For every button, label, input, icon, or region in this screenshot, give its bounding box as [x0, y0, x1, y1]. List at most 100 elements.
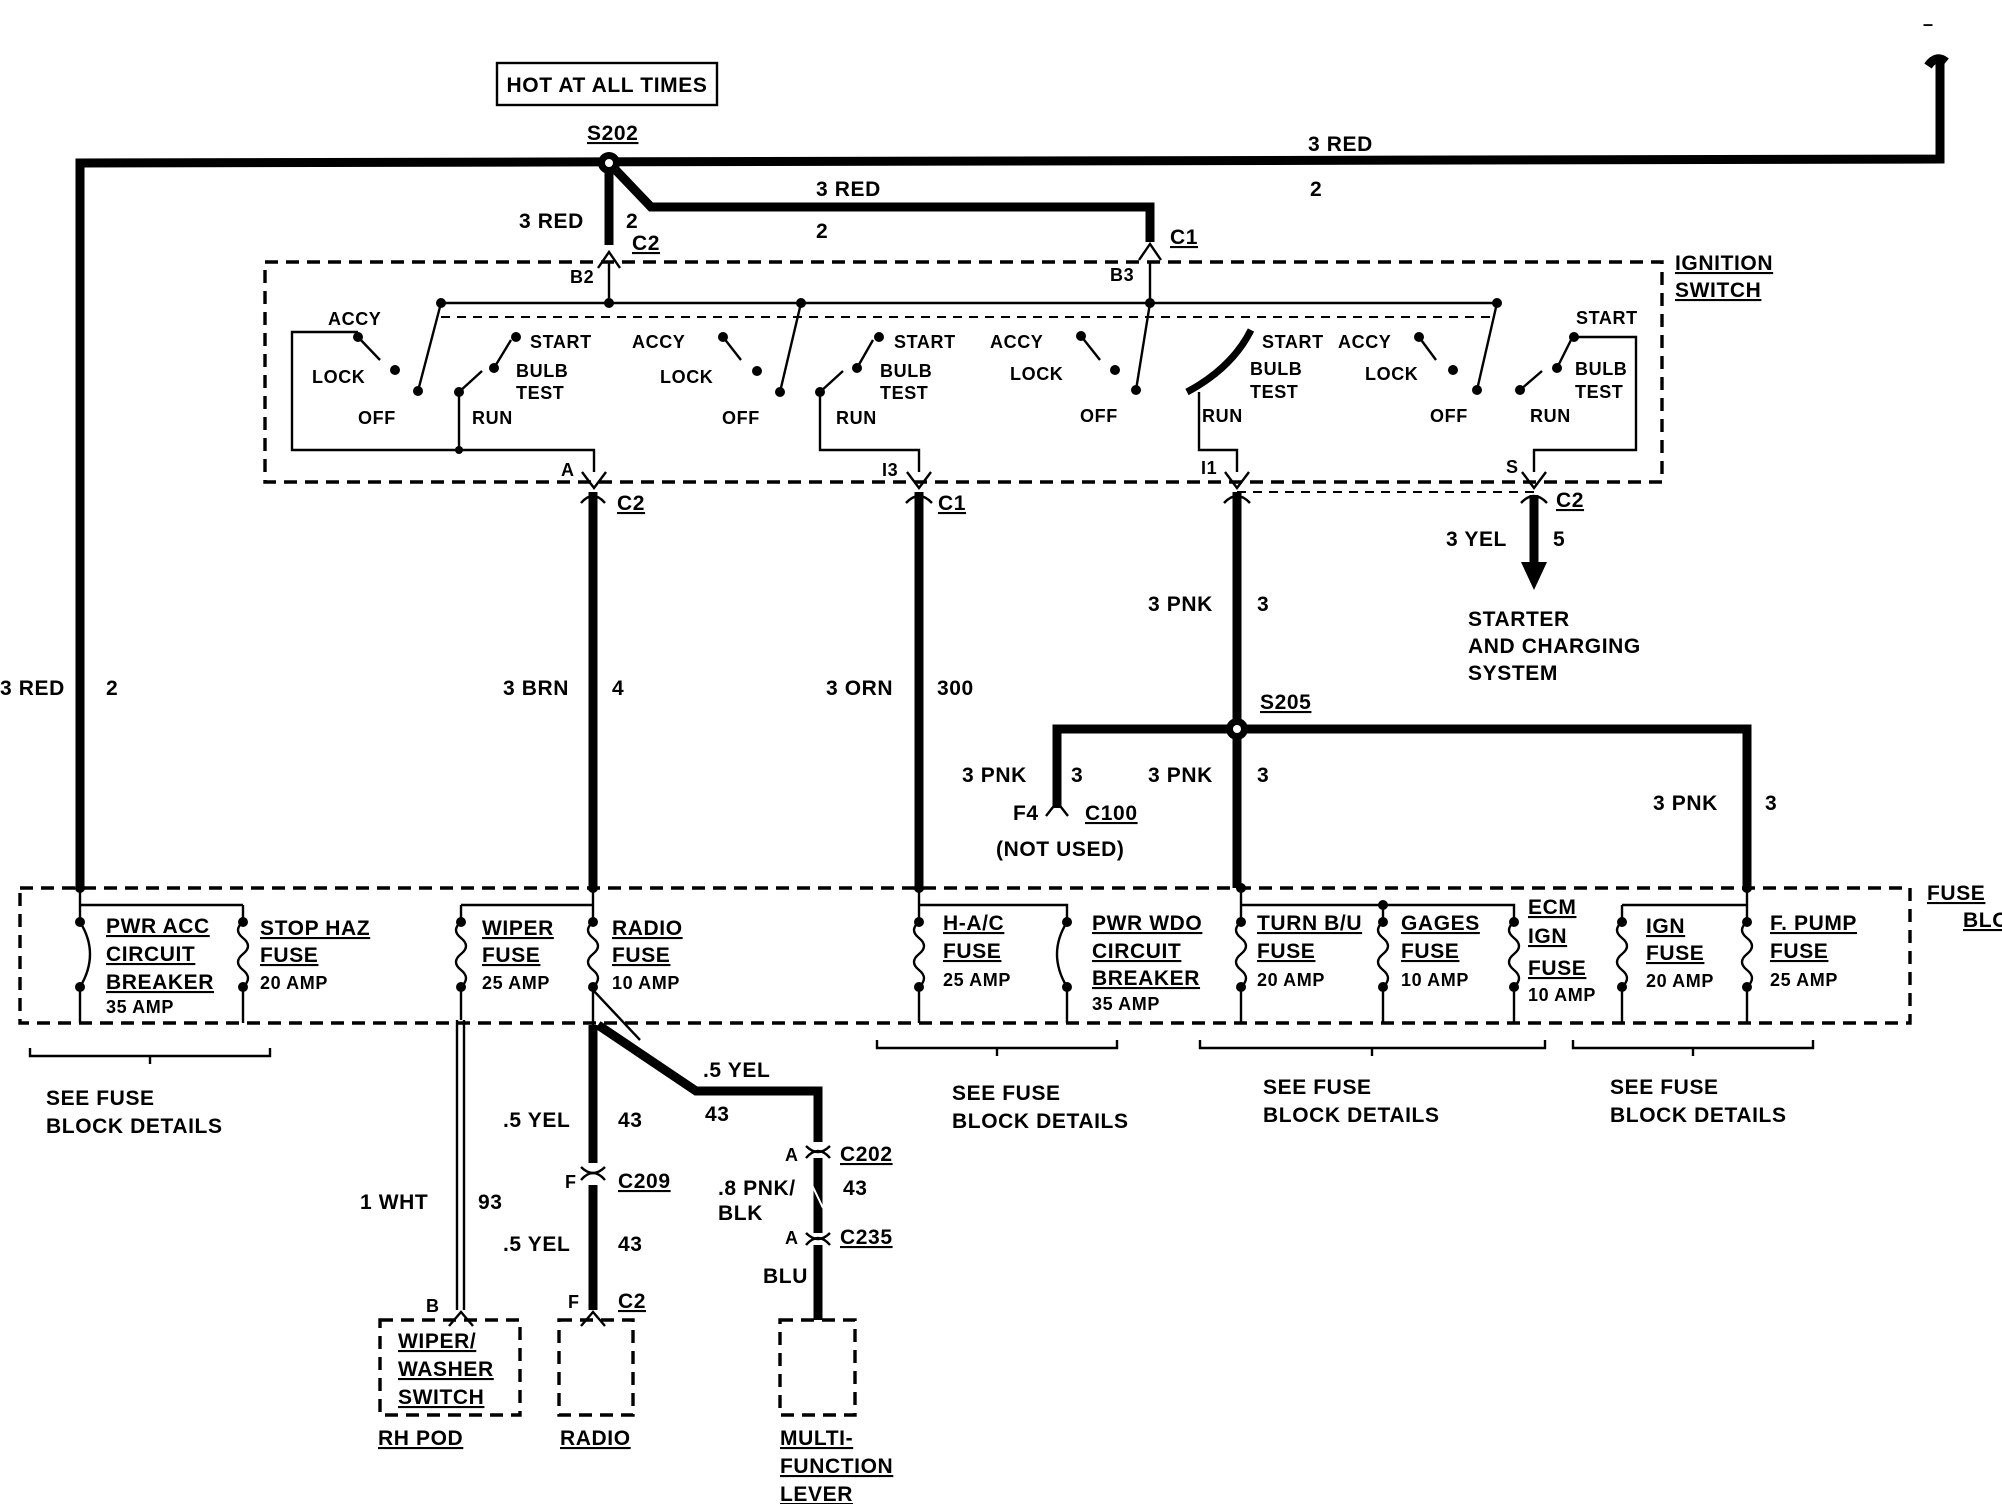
- svg-text:STARTER: STARTER: [1468, 608, 1570, 631]
- svg-text:RUN: RUN: [1202, 406, 1243, 426]
- svg-text:2: 2: [816, 220, 828, 243]
- arrow-starter: [1521, 562, 1547, 590]
- svg-text:3 YEL: 3 YEL: [1446, 528, 1507, 551]
- svg-text:3 PNK: 3 PNK: [1148, 593, 1213, 616]
- svg-text:LOCK: LOCK: [1365, 364, 1418, 384]
- svg-text:OFF: OFF: [1080, 406, 1118, 426]
- svg-text:B2: B2: [570, 267, 594, 287]
- svg-text:FUSE: FUSE: [482, 944, 540, 967]
- svg-text:FUSE: FUSE: [1257, 940, 1315, 963]
- svg-text:BREAKER: BREAKER: [1092, 967, 1200, 990]
- svg-text:PWR ACC: PWR ACC: [106, 915, 210, 938]
- wiper-washer-switch-box: [378, 1318, 522, 1417]
- svg-text:1 WHT: 1 WHT: [360, 1191, 428, 1214]
- svg-text:10 AMP: 10 AMP: [612, 973, 680, 993]
- svg-text:35 AMP: 35 AMP: [1092, 994, 1160, 1014]
- svg-text:3 ORN: 3 ORN: [826, 677, 893, 700]
- svg-text:TEST: TEST: [1250, 382, 1298, 402]
- radio-box: [557, 1318, 635, 1417]
- svg-text:BULB: BULB: [516, 361, 568, 381]
- svg-text:BLOCK DETAILS: BLOCK DETAILS: [1610, 1104, 1787, 1127]
- svg-text:ACCY: ACCY: [1338, 332, 1391, 352]
- svg-text:C1: C1: [938, 492, 966, 515]
- svg-text:BULB: BULB: [1250, 359, 1302, 379]
- svg-text:I3: I3: [882, 460, 898, 480]
- svg-text:START: START: [1262, 332, 1324, 352]
- svg-text:TEST: TEST: [880, 383, 928, 403]
- svg-text:IGN: IGN: [1646, 915, 1685, 938]
- svg-text:ECM: ECM: [1528, 896, 1576, 919]
- wire-red-bus: [75, 62, 1945, 888]
- svg-text:TEST: TEST: [1575, 382, 1623, 402]
- svg-text:2: 2: [626, 210, 638, 233]
- svg-text:FUSE: FUSE: [943, 940, 1001, 963]
- svg-text:CIRCUIT: CIRCUIT: [1092, 940, 1181, 963]
- svg-text:300: 300: [937, 677, 974, 700]
- svg-text:GAGES: GAGES: [1401, 912, 1480, 935]
- wire-pnk-fpump: [1237, 724, 1752, 888]
- svg-text:43: 43: [618, 1109, 643, 1132]
- svg-text:25 AMP: 25 AMP: [943, 970, 1011, 990]
- svg-text:OFF: OFF: [1430, 406, 1468, 426]
- svg-text:2: 2: [106, 677, 118, 700]
- svg-text:43: 43: [843, 1177, 868, 1200]
- svg-text:BLU: BLU: [763, 1265, 808, 1288]
- svg-text:LOCK: LOCK: [1010, 364, 1063, 384]
- svg-text:RUN: RUN: [472, 408, 513, 428]
- svg-text:SEE FUSE: SEE FUSE: [952, 1082, 1061, 1105]
- svg-text:RH POD: RH POD: [378, 1427, 463, 1450]
- svg-text:FUSE: FUSE: [612, 944, 670, 967]
- svg-text:LOCK: LOCK: [312, 367, 365, 387]
- svg-text:HOT AT ALL TIMES: HOT AT ALL TIMES: [507, 74, 708, 97]
- svg-text:SWITCH: SWITCH: [398, 1386, 484, 1409]
- svg-text:H-A/C: H-A/C: [943, 912, 1004, 935]
- svg-text:START: START: [894, 332, 956, 352]
- svg-text:FUSE: FUSE: [1646, 942, 1704, 965]
- wires: [75, 54, 1949, 1320]
- svg-text:BULB: BULB: [880, 361, 932, 381]
- svg-text:RUN: RUN: [836, 408, 877, 428]
- svg-text:FUNCTION: FUNCTION: [780, 1455, 893, 1478]
- hot-at-all-times-box: HOT AT ALL TIMES: [495, 61, 719, 107]
- svg-text:3 RED: 3 RED: [1308, 133, 1373, 156]
- wire-corner-hook: [1924, 54, 1949, 69]
- see-fuse-block-braces: [28, 1040, 1815, 1064]
- fuse-block: [18, 883, 1912, 1025]
- svg-text:A: A: [785, 1145, 799, 1165]
- svg-text:OFF: OFF: [722, 408, 760, 428]
- svg-text:ACCY: ACCY: [990, 332, 1043, 352]
- wire-yel-mfl: [595, 1021, 823, 1142]
- svg-text:RADIO: RADIO: [612, 917, 683, 940]
- s202-label: S202: [587, 122, 638, 145]
- svg-text:25 AMP: 25 AMP: [482, 973, 550, 993]
- svg-text:5: 5: [1553, 528, 1565, 551]
- svg-text:MULTI-: MULTI-: [780, 1427, 853, 1450]
- svg-text:3 RED: 3 RED: [0, 677, 65, 700]
- svg-text:2: 2: [1310, 178, 1322, 201]
- svg-text:.5 YEL: .5 YEL: [503, 1109, 570, 1132]
- svg-text:S205: S205: [1260, 691, 1311, 714]
- svg-text:IGN: IGN: [1528, 925, 1567, 948]
- svg-text:SYSTEM: SYSTEM: [1468, 662, 1558, 685]
- svg-text:BULB: BULB: [1575, 359, 1627, 379]
- svg-text:3 BRN: 3 BRN: [503, 677, 569, 700]
- svg-text:3: 3: [1257, 593, 1269, 616]
- svg-text:STOP HAZ: STOP HAZ: [260, 917, 370, 940]
- svg-text:10 AMP: 10 AMP: [1401, 970, 1469, 990]
- svg-text:C209: C209: [618, 1170, 671, 1193]
- svg-text:SEE FUSE: SEE FUSE: [1263, 1076, 1372, 1099]
- svg-text:SWITCH: SWITCH: [1675, 279, 1761, 302]
- svg-text:LEVER: LEVER: [780, 1483, 853, 1504]
- svg-text:3 PNK: 3 PNK: [1653, 792, 1718, 815]
- labels: S202 3 RED 2 3 RED 2 3 RED 2 C2 C1 B2 B3…: [0, 122, 2002, 932]
- svg-text:43: 43: [705, 1103, 730, 1126]
- svg-text:C2: C2: [1556, 489, 1584, 512]
- svg-text:F4: F4: [1013, 802, 1039, 825]
- svg-text:C235: C235: [840, 1226, 893, 1249]
- svg-text:10 AMP: 10 AMP: [1528, 985, 1596, 1005]
- svg-text:FUSE: FUSE: [1770, 940, 1828, 963]
- svg-text:I1: I1: [1201, 458, 1217, 478]
- wire-red-c1: [605, 159, 1155, 242]
- svg-text:B3: B3: [1110, 265, 1134, 285]
